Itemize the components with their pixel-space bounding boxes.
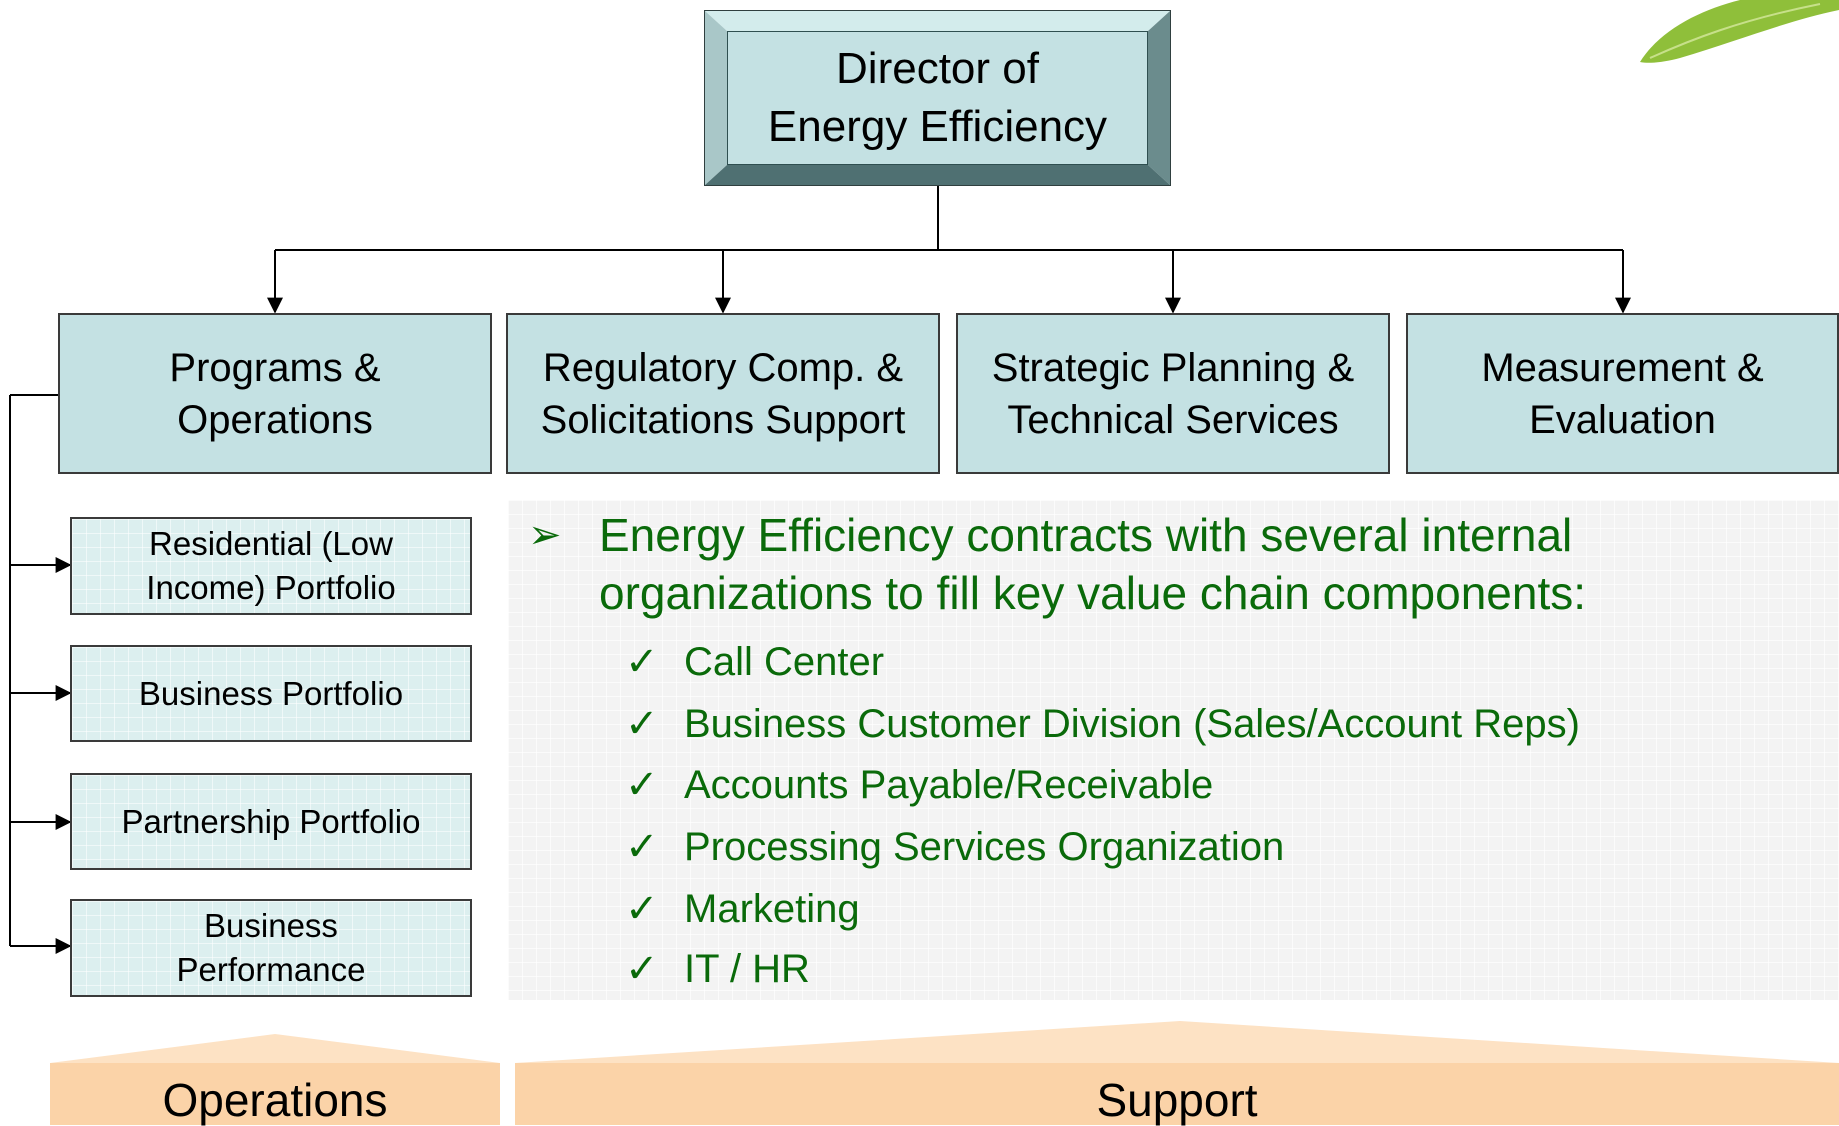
contracts-headline-line2: organizations to fill key value chain co… [599,567,1587,619]
department-label-line1: Programs & [169,345,381,390]
department-regulatory-solicitations: Regulatory Comp. & Solicitations Support [506,313,940,474]
list-item: ✓ Call Center [625,637,1725,687]
department-strategic-planning: Strategic Planning & Technical Services [956,313,1390,474]
department-label-line2: Technical Services [1007,397,1339,442]
department-label-line1: Strategic Planning & [991,345,1355,390]
band-operations: Operations [50,1063,500,1125]
portfolio-label-line2: Performance [176,951,366,988]
contracts-headline: ➢ Energy Efficiency contracts with sever… [528,506,1828,626]
list-item: ✓ Processing Services Organization [625,822,1725,872]
portfolio-partnership: Partnership Portfolio [70,773,472,870]
department-label-line2: Operations [177,397,373,442]
list-item-label: Accounts Payable/Receivable [684,763,1214,807]
department-label-line2: Evaluation [1529,397,1716,442]
list-item-label: Marketing [684,887,860,931]
checkmark-icon: ✓ [625,702,659,746]
portfolio-label-line1: Residential (Low [149,525,393,562]
list-item: ✓ Marketing [625,884,1725,934]
portfolio-business: Business Portfolio [70,645,472,742]
band-operations-label: Operations [162,1074,388,1126]
department-label-line1: Regulatory Comp. & [542,345,904,390]
checkmark-icon: ✓ [625,947,659,991]
portfolio-label-line1: Business Portfolio [138,674,404,712]
contracts-headline-line1: Energy Efficiency contracts with several… [599,509,1573,561]
portfolio-label-line1: Partnership Portfolio [121,802,421,840]
portfolio-label-line1: Business [204,907,338,944]
arrow-bullet-icon: ➢ [528,513,562,557]
checkmark-icon: ✓ [625,640,659,684]
department-programs-operations: Programs & Operations [58,313,492,474]
list-item-label: Business Customer Division (Sales/Accoun… [684,702,1580,746]
band-support-label: Support [1096,1074,1258,1126]
department-label-line1: Measurement & [1481,345,1764,390]
checkmark-icon: ✓ [625,763,659,807]
list-item: ✓ IT / HR [625,944,1725,994]
checkmark-icon: ✓ [625,887,659,931]
list-item-label: Processing Services Organization [684,825,1285,869]
department-label-line2: Solicitations Support [540,397,906,442]
band-support: Support [515,1063,1839,1125]
director-title-line1: Director of [836,44,1039,93]
department-measurement-evaluation: Measurement & Evaluation [1406,313,1839,474]
director-box: Director of Energy Efficiency [704,10,1171,186]
contracts-panel [508,500,1839,1000]
list-item-label: Call Center [684,640,885,684]
list-item: ✓ Business Customer Division (Sales/Acco… [625,699,1725,749]
list-item-label: IT / HR [684,947,810,991]
checkmark-icon: ✓ [625,825,659,869]
list-item: ✓ Accounts Payable/Receivable [625,760,1725,810]
leaf-decoration-icon [1640,0,1839,63]
director-title-line2: Energy Efficiency [767,102,1108,151]
portfolio-label-line2: Income) Portfolio [146,569,396,606]
